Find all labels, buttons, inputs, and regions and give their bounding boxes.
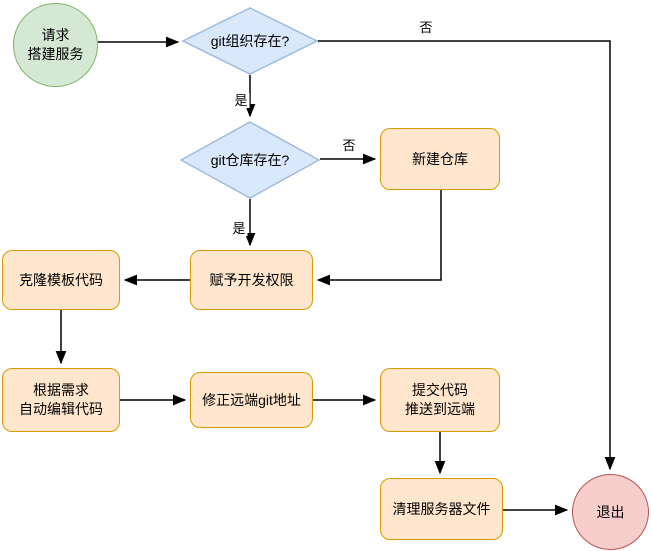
node-clean-server: 清理服务器文件 (380, 478, 503, 540)
node-fix-remote: 修正远端git地址 (190, 372, 313, 428)
node-start: 请求 搭建服务 (13, 3, 98, 87)
node-new-repo-label: 新建仓库 (412, 150, 468, 167)
node-edit-code: 根据需求 自动编辑代码 (2, 368, 120, 432)
node-clone-template-label: 克隆模板代码 (19, 271, 103, 288)
node-edit-code-label-line2: 自动编辑代码 (19, 401, 103, 417)
node-new-repo: 新建仓库 (380, 128, 500, 190)
edge-org-no-to-exit (318, 40, 616, 471)
edge-label-repo-exists-yes: 是 (230, 221, 248, 236)
edge-label-repo-exists-no: 否 (340, 138, 358, 153)
node-exit-label: 退出 (596, 503, 625, 520)
node-start-label-line2: 搭建服务 (27, 46, 84, 62)
edge-label-org-exists-no: 否 (417, 20, 435, 35)
edge-new-repo-to-grant (316, 190, 442, 286)
node-git-repo-exists-label: git仓库存在? (210, 151, 290, 168)
node-clean-server-label: 清理服务器文件 (392, 500, 491, 517)
node-clone-template: 克隆模板代码 (2, 250, 120, 310)
edge-label-org-exists-yes: 是 (232, 93, 250, 108)
node-commit-push-label-line1: 提交代码 (412, 382, 468, 399)
node-fix-remote-label: 修正远端git地址 (202, 391, 301, 408)
node-commit-push: 提交代码 推送到远端 (380, 368, 500, 432)
node-edit-code-label-line1: 根据需求 (33, 382, 89, 399)
node-git-repo-exists: git仓库存在? (180, 121, 320, 199)
node-git-org-exists-label: git组织存在? (210, 32, 290, 49)
node-grant-permission-label: 赋予开发权限 (209, 271, 294, 288)
node-git-org-exists: git组织存在? (182, 7, 318, 75)
node-grant-permission: 赋予开发权限 (190, 250, 313, 310)
diamond-shape (180, 121, 320, 199)
node-commit-push-label-line2: 推送到远端 (405, 401, 475, 417)
diamond-shape (182, 7, 318, 75)
node-exit: 退出 (572, 474, 649, 550)
node-start-label-line1: 请求 (41, 27, 70, 44)
